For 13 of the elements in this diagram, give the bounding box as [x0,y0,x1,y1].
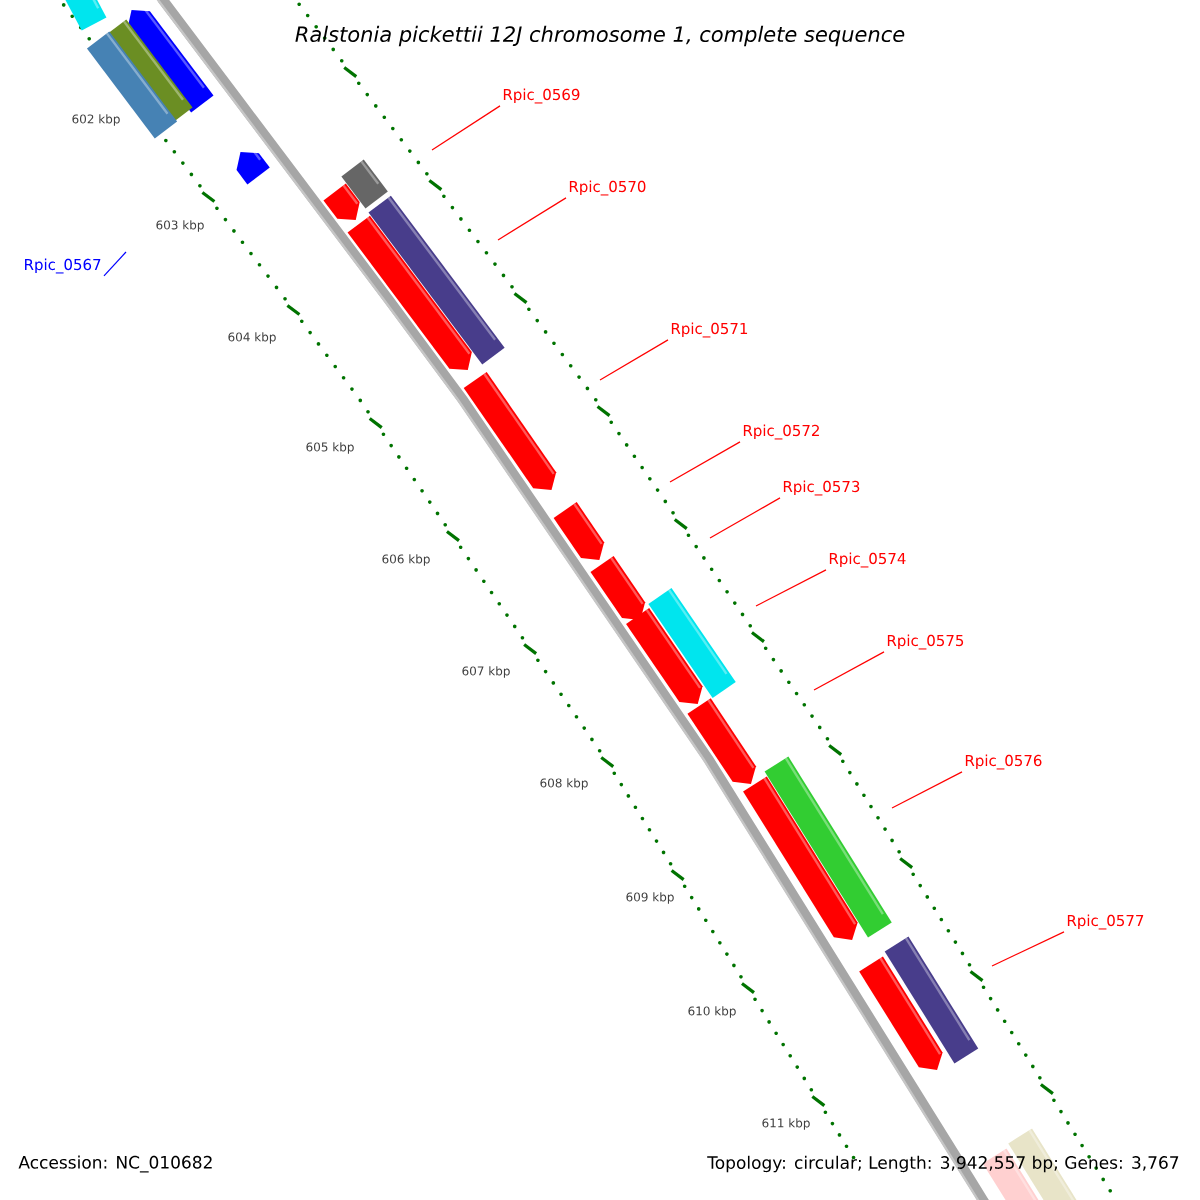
leader-line [103,251,127,277]
leader-line [755,569,827,607]
leader-line [497,197,567,241]
leader-line [709,497,781,539]
leader-line [599,339,669,381]
leader-line [891,771,963,809]
leader-line [991,931,1065,967]
leader-line [431,105,501,151]
leader-line [669,441,741,483]
sequence-info-text: Topology: circular; Length: 3,942,557 bp; Genes: 3,767 [707,1155,1179,1173]
accession-text: Accession: NC_010682 [18,1155,212,1173]
title: Ralstonia pickettii 12J chromosome 1, complete sequence [295,25,905,47]
leader-line [813,651,885,691]
